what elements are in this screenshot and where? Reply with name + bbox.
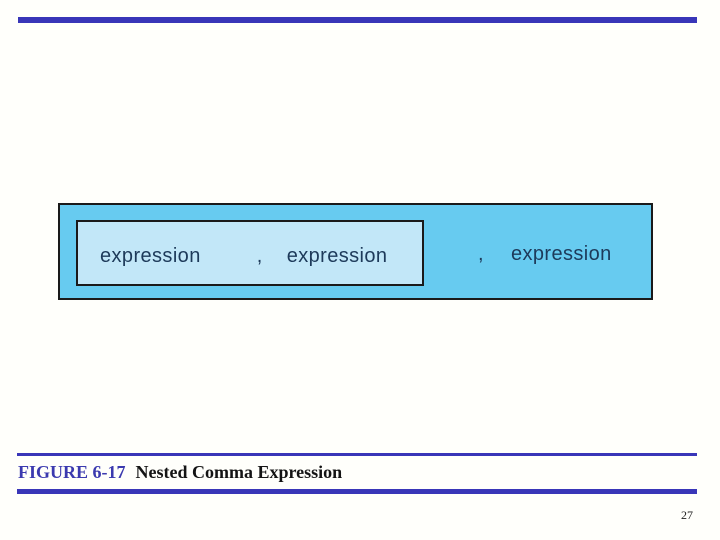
comma-separator: , [256, 244, 263, 267]
expression-label: expression [100, 244, 201, 267]
outer-expression-group: , expression [478, 205, 612, 298]
top-accent-bar [18, 17, 697, 23]
expression-label: expression [510, 243, 612, 265]
caption-rule-bottom [17, 489, 697, 494]
outer-expression-box: expression , expression , expression [58, 203, 653, 300]
figure-number-label: FIGURE 6-17 [18, 462, 126, 482]
page-number: 27 [681, 508, 693, 522]
figure-caption: FIGURE 6-17 Nested Comma Expression [18, 461, 342, 483]
caption-rule-top [17, 453, 697, 456]
expression-label: expression [286, 244, 388, 267]
inner-expression-box: expression , expression [76, 220, 424, 286]
comma-separator: , [478, 243, 484, 265]
figure-title: Nested Comma Expression [135, 462, 343, 482]
